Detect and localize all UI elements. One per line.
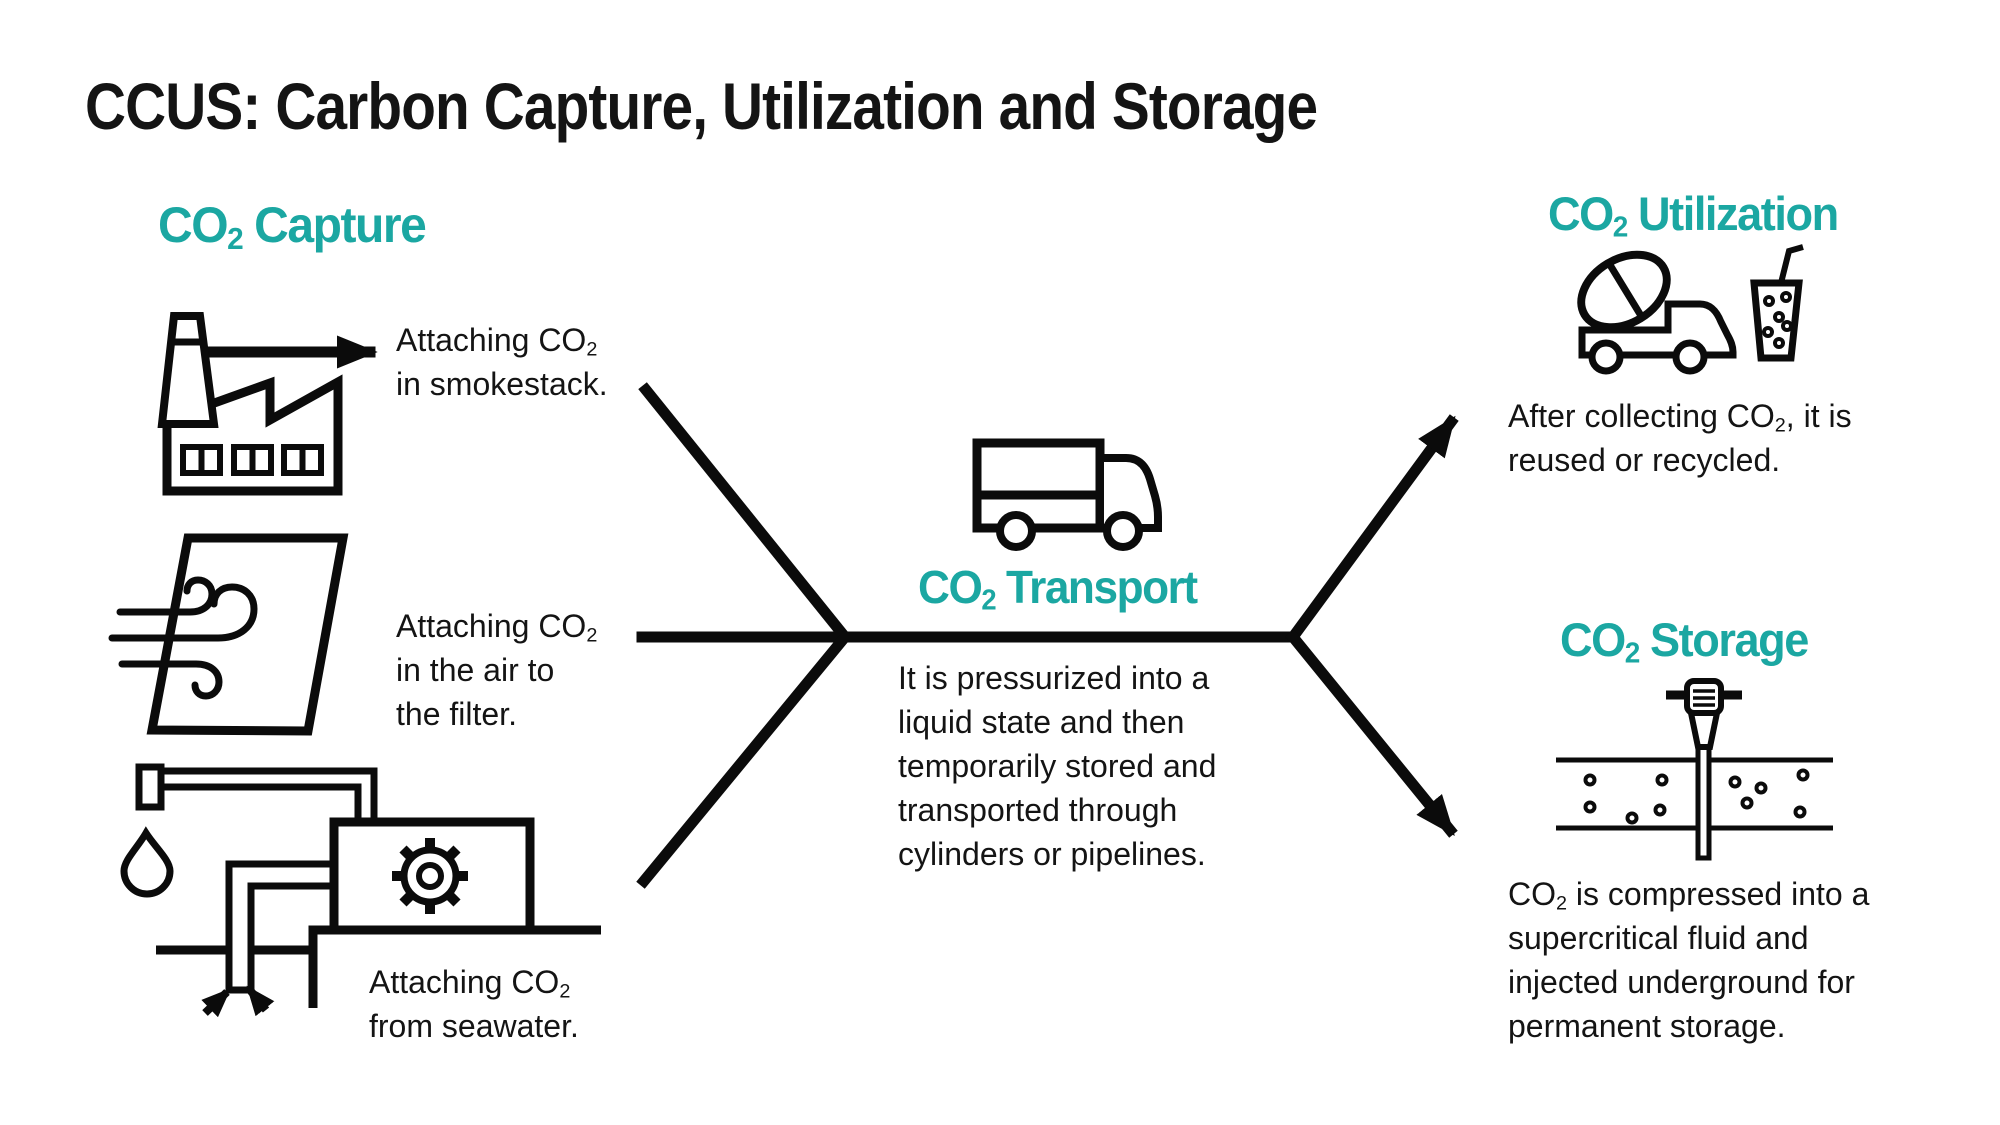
jackhammer-icon: [1666, 678, 1742, 750]
water-drop-icon: [120, 826, 174, 898]
factory-icon: [157, 312, 343, 496]
capture-caption-air: Attaching CO2 in the air to the filter.: [396, 608, 598, 732]
transport-description: It is pressurized into a liquid state an…: [898, 660, 1217, 872]
page-title: CCUS: Carbon Capture, Utilization and St…: [85, 69, 1318, 143]
flow-arrows: [172, 335, 1459, 889]
underground-injection-icon: [1556, 678, 1833, 861]
seawater-capture-icon: [120, 763, 601, 1018]
to-storage-arrow: [1285, 629, 1458, 838]
ground-bubbles: [1583, 768, 1810, 825]
utilization-description: After collecting CO2, it is reused or re…: [1508, 398, 1852, 478]
mixer-truck-icon: [1577, 250, 1737, 375]
gear-icon: [392, 838, 468, 914]
drink-glass-icon: [1750, 244, 1804, 362]
capture-caption-smokestack: Attaching CO2 in smokestack.: [396, 322, 608, 402]
wind-icon: [108, 576, 258, 700]
storage-heading: CO2 Storage: [1560, 613, 1809, 670]
transport-heading: CO2 Transport: [918, 561, 1198, 617]
capture-heading: CO2 Capture: [158, 197, 427, 256]
air-filter-icon: [108, 533, 349, 736]
intake-arrows: [201, 985, 275, 1018]
truck-icon: [972, 438, 1162, 551]
storage-description: CO2 is compressed into a supercritical f…: [1508, 876, 1870, 1044]
to-utilization-arrow: [1285, 414, 1459, 645]
utilization-heading: CO2 Utilization: [1548, 187, 1839, 244]
capture-caption-seawater: Attaching CO2 from seawater.: [369, 964, 579, 1044]
